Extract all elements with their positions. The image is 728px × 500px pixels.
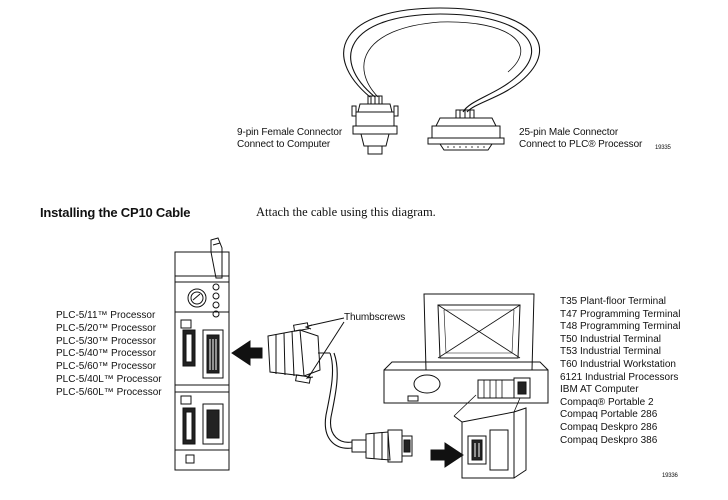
insert-arrow-left-icon — [231, 340, 263, 366]
twenty-five-pin-connector-label: 25-pin Male Connector Connect to PLC® Pr… — [519, 127, 642, 151]
twenty-five-pin-connector-title: 25-pin Male Connector — [519, 127, 619, 138]
section-heading: Installing the CP10 Cable — [40, 205, 191, 220]
terminal-item: T48 Programming Terminal — [560, 321, 681, 333]
terminal-item: T60 Industrial Workstation — [560, 358, 676, 370]
terminal-item: T53 Industrial Terminal — [560, 346, 661, 358]
terminal-item: T50 Industrial Terminal — [560, 333, 661, 345]
terminal-item: Compaq Deskpro 286 — [560, 421, 658, 433]
computer-terminal-icon — [383, 293, 549, 479]
processor-item: PLC-5/40L™ Processor — [56, 373, 162, 385]
cable-figure-number: 19335 — [655, 145, 671, 151]
thumbscrews-label: Thumbscrews — [344, 312, 406, 323]
processor-item: PLC-5/40™ Processor — [56, 348, 157, 360]
twenty-five-pin-connector-instruction: Connect to PLC® Processor — [519, 139, 643, 150]
plc-side-connector-icon — [267, 322, 330, 384]
insert-arrow-right-icon — [430, 442, 464, 468]
computer-side-connector-icon — [351, 429, 413, 463]
terminal-item: Compaq® Portable 2 — [560, 396, 654, 408]
section-intro: Attach the cable using this diagram. — [256, 205, 436, 219]
nine-pin-connector-icon — [351, 95, 399, 155]
terminal-list: T35 Plant-floor Terminal T47 Programming… — [560, 296, 680, 447]
nine-pin-connector-instruction: Connect to Computer — [237, 139, 331, 150]
terminal-item: IBM AT Computer — [560, 384, 639, 396]
cp10-cable-drawing — [343, 7, 540, 155]
plc-processor-module-icon — [174, 237, 230, 471]
terminal-item: Compaq Portable 286 — [560, 409, 658, 421]
processor-item: PLC-5/60L™ Processor — [56, 386, 162, 398]
processor-item: PLC-5/11™ Processor — [56, 310, 156, 321]
nine-pin-connector-title: 9-pin Female Connector — [237, 127, 343, 138]
install-figure-number: 19336 — [662, 473, 678, 479]
processor-item: PLC-5/30™ Processor — [56, 335, 157, 347]
terminal-item: 6121 Industrial Processors — [560, 371, 679, 383]
twenty-five-pin-connector-icon — [427, 109, 505, 151]
nine-pin-connector-label: 9-pin Female Connector Connect to Comput… — [237, 127, 342, 151]
terminal-item: T47 Programming Terminal — [560, 308, 681, 320]
terminal-item: Compaq Deskpro 386 — [560, 434, 658, 446]
processor-list: PLC-5/11™ Processor PLC-5/20™ Processor … — [56, 310, 162, 400]
processor-item: PLC-5/20™ Processor — [56, 322, 157, 334]
processor-item: PLC-5/60™ Processor — [56, 361, 157, 373]
installation-drawing — [174, 237, 549, 479]
terminal-item: T35 Plant-floor Terminal — [560, 296, 666, 307]
